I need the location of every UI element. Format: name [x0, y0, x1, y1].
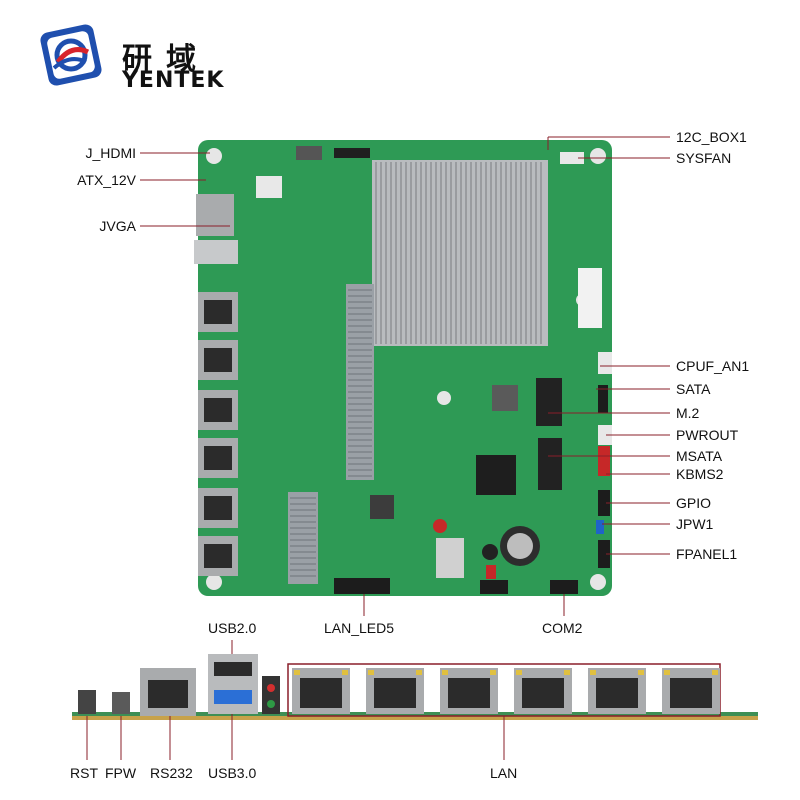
label-12c-box1: 12C_BOX1: [676, 129, 747, 145]
label-usb20: USB2.0: [208, 620, 257, 636]
label-fpw: FPW: [105, 765, 137, 781]
label-jvga: JVGA: [99, 218, 136, 234]
label-cpuf-an1: CPUF_AN1: [676, 358, 750, 374]
chipset-heatsink-1: [346, 284, 374, 480]
chipset-heatsink-2: [288, 492, 318, 584]
cpu-heatsink: [372, 160, 548, 346]
label-rst: RST: [70, 765, 98, 781]
label-atx-12v: ATX_12V: [77, 172, 136, 188]
label-sata: SATA: [676, 381, 711, 397]
brand-english-name: YENTEK: [122, 68, 225, 93]
yentek-logo-icon: [40, 24, 102, 86]
label-rs232: RS232: [150, 765, 193, 781]
label-kbms2: KBMS2: [676, 466, 724, 482]
label-usb30: USB3.0: [208, 765, 257, 781]
label-sysfan: SYSFAN: [676, 150, 732, 166]
label-msata: MSATA: [676, 448, 723, 464]
label-jpw1: JPW1: [676, 516, 714, 532]
label-m2: M.2: [676, 405, 700, 421]
label-com2: COM2: [542, 620, 583, 636]
label-fpanel1: FPANEL1: [676, 546, 738, 562]
brand-chinese-name: 研域: [122, 42, 210, 77]
label-pwrout: PWROUT: [676, 427, 739, 443]
label-j-hdmi: J_HDMI: [85, 145, 136, 161]
label-lan-led5: LAN_LED5: [324, 620, 395, 636]
label-lan: LAN: [490, 765, 518, 781]
label-gpio: GPIO: [676, 495, 712, 511]
